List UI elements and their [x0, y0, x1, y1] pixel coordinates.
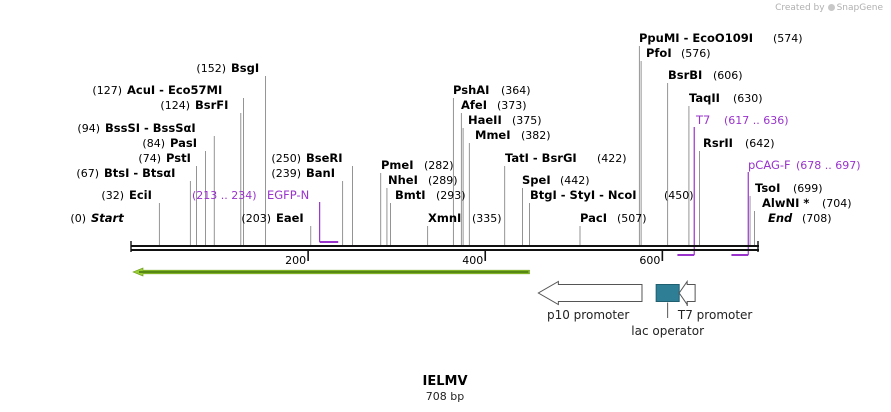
enzyme-pos-acui-eco57mi: (127) — [92, 84, 122, 97]
enzyme-label-acui-eco57mi: AcuI - Eco57MI — [127, 83, 222, 97]
enzyme-pos-ppumi-ecoo109i: (574) — [773, 32, 803, 45]
enzyme-label-eaei: EaeI — [276, 211, 304, 225]
enzyme-label-pshai: PshAI — [453, 83, 489, 97]
enzyme-label-bsssi-bsss-i: BssSI - BssSαI — [105, 121, 196, 135]
ruler-label-200: 200 — [285, 254, 306, 267]
enzyme-label-mmei: MmeI — [475, 128, 511, 142]
enzyme-pos-alwni-: (704) — [822, 197, 852, 210]
enzyme-pos-pshai: (364) — [501, 84, 531, 97]
ruler-label-600: 600 — [639, 254, 660, 267]
enzyme-label-ecii: EciI — [129, 188, 152, 202]
snapgene-logo-icon — [827, 4, 835, 11]
feature-p10-promoter — [537, 280, 643, 306]
enzyme-label-taqii: TaqII — [689, 91, 720, 105]
plasmid-length: 708 bp — [425, 390, 465, 403]
enzyme-label-btgi-styi-ncoi: BtgI - StyI - NcoI — [530, 188, 637, 202]
enzyme-label-bsrbi: BsrBI — [668, 68, 702, 82]
enzyme-pos-end: (708) — [802, 212, 832, 225]
enzyme-pos-spei: (442) — [560, 174, 590, 187]
enzyme-label-ppumi-ecoo109i: PpuMI - EcoO109I — [639, 31, 753, 45]
feature-t7-promoter — [678, 279, 696, 307]
backbone-top-strand — [131, 245, 759, 247]
enzyme-pos-haeii: (375) — [512, 114, 542, 127]
enzyme-pos-rsrii: (642) — [745, 137, 775, 150]
primer-label-t7: T7 — [695, 113, 710, 127]
enzyme-label-bsgi: BsgI — [231, 61, 259, 75]
enzyme-label-pasi: PasI — [170, 136, 197, 150]
ruler-label-400: 400 — [462, 254, 483, 267]
snapgene-watermark: Created by SnapGene — [775, 3, 883, 13]
enzyme-pos-btsi-bts-i: (67) — [76, 167, 99, 180]
enzyme-pos-pmei: (282) — [424, 159, 454, 172]
enzyme-label-bmti: BmtI — [395, 188, 426, 202]
enzyme-pos-pfoi: (576) — [681, 47, 711, 60]
enzyme-pos-eaei: (203) — [241, 212, 271, 225]
primer-range-t7: (617 .. 636) — [724, 114, 789, 127]
enzyme-pos-start: (0) — [70, 212, 86, 225]
enzyme-pos-paci: (507) — [617, 212, 647, 225]
enzyme-pos-nhei: (289) — [428, 174, 458, 187]
primer-range-egfp-n: (213 .. 234) — [192, 189, 257, 202]
feature-label-t7-promoter: T7 promoter — [677, 308, 753, 322]
enzyme-pos-mmei: (382) — [521, 129, 551, 142]
enzyme-label-bani: BanI — [306, 166, 335, 180]
enzyme-label-btsi-bts-i: BtsI - BtsαI — [104, 166, 175, 180]
enzyme-label-nhei: NheI — [388, 173, 418, 187]
enzyme-pos-bsssi-bsss-i: (94) — [77, 122, 100, 135]
enzyme-label-tsoi: TsoI — [755, 181, 780, 195]
enzyme-pos-btgi-styi-ncoi: (450) — [664, 189, 694, 202]
enzyme-label-alwni-: AlwNI * — [762, 196, 809, 210]
enzyme-label-rsrii: RsrII — [703, 136, 733, 150]
enzyme-pos-afei: (373) — [497, 99, 527, 112]
enzyme-label-tati-bsrgi: TatI - BsrGI — [505, 151, 577, 165]
primer-label-egfp-n: EGFP-N — [267, 188, 309, 202]
enzyme-pos-ecii: (32) — [101, 189, 124, 202]
enzyme-label-xmni: XmnI — [428, 211, 461, 225]
enzyme-pos-bseri: (250) — [271, 152, 301, 165]
map-title: IELMV 708 bp — [345, 374, 545, 403]
feature-label-lac-operator: lac operator — [631, 324, 704, 338]
feature-label-p10-promoter: p10 promoter — [547, 308, 629, 322]
watermark-text: Created by — [775, 3, 825, 13]
enzyme-label-paci: PacI — [580, 211, 607, 225]
enzyme-label-bseri: BseRI — [306, 151, 343, 165]
enzyme-pos-bsrbi: (606) — [713, 69, 743, 82]
enzyme-label-bsrfi: BsrFI — [195, 98, 228, 112]
enzyme-label-psti: PstI — [166, 151, 191, 165]
enzyme-label-spei: SpeI — [522, 173, 551, 187]
enzyme-label-haeii: HaeII — [468, 113, 502, 127]
enzyme-pos-bsgi: (152) — [196, 62, 226, 75]
enzyme-label-end: End — [768, 211, 793, 225]
enzyme-pos-bani: (239) — [271, 167, 301, 180]
enzyme-label-pmei: PmeI — [381, 158, 414, 172]
enzyme-pos-psti: (74) — [138, 152, 161, 165]
watermark-brand: SnapGene — [836, 3, 883, 13]
primer-label-pcag-f: pCAG-F — [748, 158, 791, 172]
feature-lac-operator — [655, 284, 680, 302]
enzyme-label-afei: AfeI — [461, 98, 487, 112]
primer-range-pcag-f: (678 .. 697) — [796, 159, 861, 172]
enzyme-label-pfoi: PfoI — [646, 46, 672, 60]
enzyme-pos-taqii: (630) — [733, 92, 763, 105]
backbone-bottom-strand — [131, 249, 759, 251]
enzyme-pos-tati-bsrgi: (422) — [597, 152, 627, 165]
enzyme-pos-bsrfi: (124) — [160, 99, 190, 112]
enzyme-pos-pasi: (84) — [142, 137, 165, 150]
enzyme-label-start: Start — [91, 211, 124, 225]
plasmid-name: IELMV — [422, 374, 468, 389]
enzyme-pos-tsoi: (699) — [793, 182, 823, 195]
enzyme-pos-bmti: (293) — [436, 189, 466, 202]
enzyme-pos-xmni: (335) — [472, 212, 502, 225]
